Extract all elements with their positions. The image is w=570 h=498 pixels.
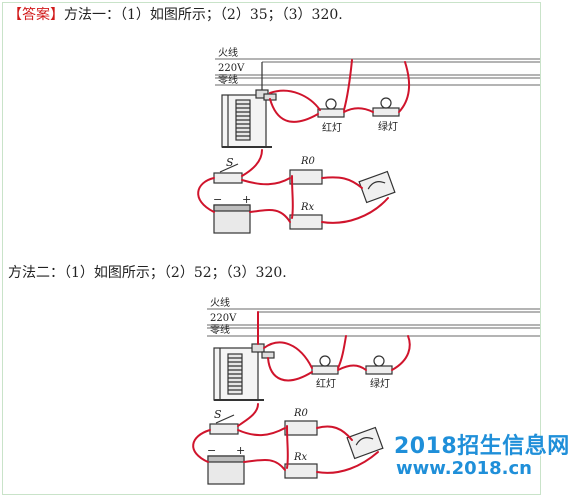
rx-label-2: Rx — [293, 452, 308, 463]
page-frame — [2, 2, 541, 495]
electromagnetic-relay — [221, 62, 277, 148]
resistor-r0-2 — [284, 420, 318, 436]
voltage-label: 220V — [218, 63, 245, 74]
power-lines — [215, 58, 540, 86]
electromagnetic-relay-2 — [213, 343, 275, 401]
neutral-wire-label-2: 零线 — [210, 323, 230, 336]
battery-plus-2: + — [236, 444, 245, 457]
r0-label-2: R0 — [293, 408, 309, 419]
red-lamp — [317, 98, 345, 118]
ammeter-2 — [346, 426, 384, 460]
voltage-label-2: 220V — [210, 313, 237, 324]
switch-label-2: S — [214, 408, 222, 421]
circuit-diagram-1: 火线 220V 零线 − + S R0 Rx 红灯 — [197, 46, 540, 234]
live-wire-label: 火线 — [218, 46, 238, 59]
watermark-url: www.2018.cn — [396, 458, 532, 479]
circuit-diagram-2: 火线 220V 零线 − + S R0 Rx 红灯 绿灯 — [192, 296, 540, 485]
green-lamp-label: 绿灯 — [378, 120, 398, 133]
r0-label: R0 — [300, 156, 316, 167]
circuit-wires-2 — [192, 311, 411, 474]
neutral-wire-label: 零线 — [218, 73, 238, 86]
green-lamp-label-2: 绿灯 — [370, 377, 390, 390]
red-lamp-label: 红灯 — [322, 121, 342, 134]
ammeter — [358, 170, 396, 204]
method2-line: 方法二：（1）如图所示；（2）52；（3）320. — [8, 265, 287, 281]
answer-line: 【答案】方法一：（1）如图所示；（2）35；（3）320. — [8, 6, 343, 24]
battery-2 — [207, 455, 245, 485]
battery-plus: + — [242, 193, 251, 206]
switch-label: S — [226, 156, 234, 169]
watermark-title: 2018招生信息网 — [394, 434, 570, 459]
battery-minus-2: − — [207, 444, 216, 457]
power-lines-2 — [207, 308, 540, 337]
battery — [213, 204, 251, 234]
answer-tag: 【答案】 — [8, 7, 64, 23]
live-wire-label-2: 火线 — [210, 296, 230, 309]
red-lamp-label-2: 红灯 — [316, 377, 336, 390]
rx-label: Rx — [300, 202, 315, 213]
resistor-rx-2 — [284, 463, 318, 479]
answer-text: 方法一：（1）如图所示；（2）35；（3）320. — [64, 7, 343, 23]
red-lamp-2 — [311, 355, 339, 375]
circuit-wires — [197, 59, 411, 224]
battery-minus: − — [213, 193, 222, 206]
green-lamp-2 — [365, 355, 393, 375]
switch-2[interactable] — [209, 414, 239, 435]
